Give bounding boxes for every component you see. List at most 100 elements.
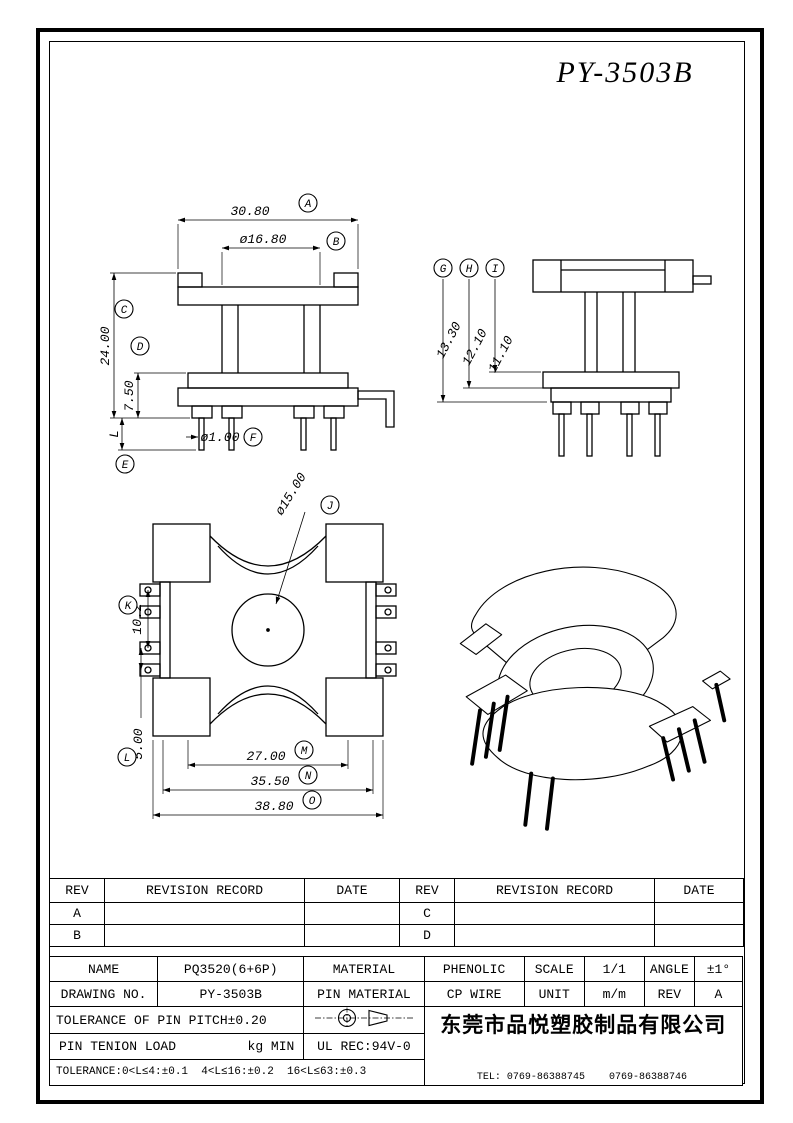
title-block-row-4: PIN TENION LOAD kg MIN UL REC:94V-0 xyxy=(48,1033,743,1060)
svg-text:M: M xyxy=(301,746,308,758)
svg-text:D: D xyxy=(137,342,144,354)
drawing-no-label: DRAWING NO. xyxy=(48,981,159,1007)
projection-symbol xyxy=(314,1007,413,1029)
scale-label: SCALE xyxy=(523,956,585,982)
date-header-right: DATE xyxy=(654,878,744,903)
name-value: PQ3520(6+6P) xyxy=(157,956,305,982)
svg-text:ø15.00: ø15.00 xyxy=(272,470,310,518)
svg-text:G: G xyxy=(440,264,447,276)
date-cell xyxy=(654,924,744,947)
plan-view-part xyxy=(139,523,397,737)
svg-text:A: A xyxy=(304,199,312,211)
balloon-g: G xyxy=(433,258,453,278)
unit-value: m/m xyxy=(583,981,645,1007)
rev-cell: A xyxy=(49,902,105,925)
company-block: 东莞市品悦塑胶制品有限公司 Pinyue TEL: 0769-86388745 … xyxy=(423,1006,744,1086)
pin-pitch-tolerance: TOLERANCE OF PIN PITCH±0.20 xyxy=(48,1005,305,1035)
dim-core-diameter: ø15.00 xyxy=(272,470,310,605)
balloon-f: F xyxy=(243,427,263,447)
front-view-drawing: 30.80 ø16.80 24.00 7.50 L ø1.00 xyxy=(100,193,395,474)
tel-line: TEL: 0769-86388745 0769-86388746 xyxy=(476,1072,687,1083)
svg-text:I: I xyxy=(492,264,499,276)
outer-border xyxy=(36,28,764,1104)
rev-cell: B xyxy=(49,924,105,947)
balloon-k: K xyxy=(118,595,138,615)
material-value: PHENOLIC xyxy=(423,956,525,982)
dim-pin-length: L xyxy=(107,418,196,451)
svg-text:13.30: 13.30 xyxy=(433,319,465,361)
svg-text:N: N xyxy=(305,771,312,783)
pin-material-label: PIN MATERIAL xyxy=(303,981,425,1007)
pinyue-logo: Pinyue xyxy=(432,1085,472,1086)
svg-text:H: H xyxy=(466,264,473,276)
balloon-b: B xyxy=(326,231,346,251)
side-view-part xyxy=(532,259,712,457)
isometric-view-drawing xyxy=(459,566,731,831)
record-cell xyxy=(104,924,305,947)
name-label: NAME xyxy=(48,956,159,982)
dim-pin-pitch: 5.00 xyxy=(131,648,146,760)
pin-tension-unit: kg MIN xyxy=(247,1039,295,1054)
date-cell xyxy=(304,902,400,925)
balloon-a: A xyxy=(298,193,318,213)
revision-row-b: B D xyxy=(49,924,744,947)
scale-value: 1/1 xyxy=(583,956,645,982)
date-cell xyxy=(654,902,744,925)
pin-material-value: CP WIRE xyxy=(423,981,525,1007)
title-block-row-2: DRAWING NO. PY-3503B PIN MATERIAL CP WIR… xyxy=(48,981,744,1007)
balloon-n: N xyxy=(298,765,318,785)
pin-tension-content: PIN TENION LOAD kg MIN xyxy=(53,1039,300,1054)
unit-label: UNIT xyxy=(523,981,585,1007)
svg-text:12.10: 12.10 xyxy=(459,326,491,368)
balloon-i: I xyxy=(485,258,505,278)
svg-text:11.10: 11.10 xyxy=(485,333,517,375)
dim-flange-height: 7.50 xyxy=(122,372,186,418)
balloon-e: E xyxy=(115,454,135,474)
rev-cell: D xyxy=(399,924,455,947)
rev-label: REV xyxy=(643,981,695,1007)
side-view-drawing: 13.30 12.10 11.10 G H I xyxy=(433,258,712,457)
balloon-d: D xyxy=(130,336,150,356)
balloon-o: O xyxy=(302,790,322,810)
dim-pin-diameter: ø1.00 xyxy=(186,430,240,445)
pin-tension-label: PIN TENION LOAD xyxy=(59,1039,177,1054)
material-label: MATERIAL xyxy=(303,956,425,982)
dim-width-inner: 27.00 xyxy=(187,740,349,769)
balloon-h: H xyxy=(459,258,479,278)
svg-text:C: C xyxy=(121,305,128,317)
angle-value: ±1° xyxy=(693,956,744,982)
svg-text:F: F xyxy=(250,433,257,445)
date-cell xyxy=(304,924,400,947)
dim-side-1330: 13.30 xyxy=(433,279,547,403)
record-cell xyxy=(454,924,655,947)
svg-text:J: J xyxy=(327,501,334,513)
record-cell xyxy=(454,902,655,925)
dim-width-mid: 35.50 xyxy=(162,740,374,794)
svg-text:35.50: 35.50 xyxy=(250,774,289,789)
ul-rec-cell: UL REC:94V-0 xyxy=(303,1033,425,1060)
title-block-row-3: TOLERANCE OF PIN PITCH±0.20 东莞市品悦塑胶制品有限公… xyxy=(48,1005,744,1086)
svg-text:ø1.00: ø1.00 xyxy=(200,430,239,445)
title-block: NAME PQ3520(6+6P) MATERIAL PHENOLIC SCAL… xyxy=(48,956,744,1087)
revision-table: REV REVISION RECORD DATE REV REVISION RE… xyxy=(49,878,744,947)
drawing-title: PY-3503B xyxy=(556,56,694,89)
contact-lines: TEL: 0769-86388745 0769-86388746 FAX: 07… xyxy=(476,1039,735,1085)
tolerance-note: TOLERANCE:0<L≤4:±0.1 4<L≤16:±0.2 16<L≤63… xyxy=(49,1058,425,1087)
angle-label: ANGLE xyxy=(643,956,695,982)
svg-text:B: B xyxy=(333,237,340,249)
dim-width-outer: 38.80 xyxy=(152,740,384,819)
svg-text:30.80: 30.80 xyxy=(230,204,269,219)
balloon-l: L xyxy=(117,747,137,767)
svg-text:24.00: 24.00 xyxy=(100,326,113,365)
svg-text:L: L xyxy=(107,430,122,438)
svg-text:7.50: 7.50 xyxy=(122,380,137,411)
svg-text:L: L xyxy=(124,753,131,765)
dim-inner-diameter: ø16.80 xyxy=(221,232,321,285)
company-name: 东莞市品悦塑胶制品有限公司 xyxy=(440,1014,727,1037)
pin-tension-cell: PIN TENION LOAD kg MIN xyxy=(48,1033,305,1060)
balloon-c: C xyxy=(114,299,134,319)
company-info: 东莞市品悦塑胶制品有限公司 Pinyue TEL: 0769-86388745 … xyxy=(428,1008,739,1086)
revision-header-row: REV REVISION RECORD DATE REV REVISION RE… xyxy=(49,878,744,903)
title-block-row-5: TOLERANCE:0<L≤4:±0.1 4<L≤16:±0.2 16<L≤63… xyxy=(49,1058,743,1087)
